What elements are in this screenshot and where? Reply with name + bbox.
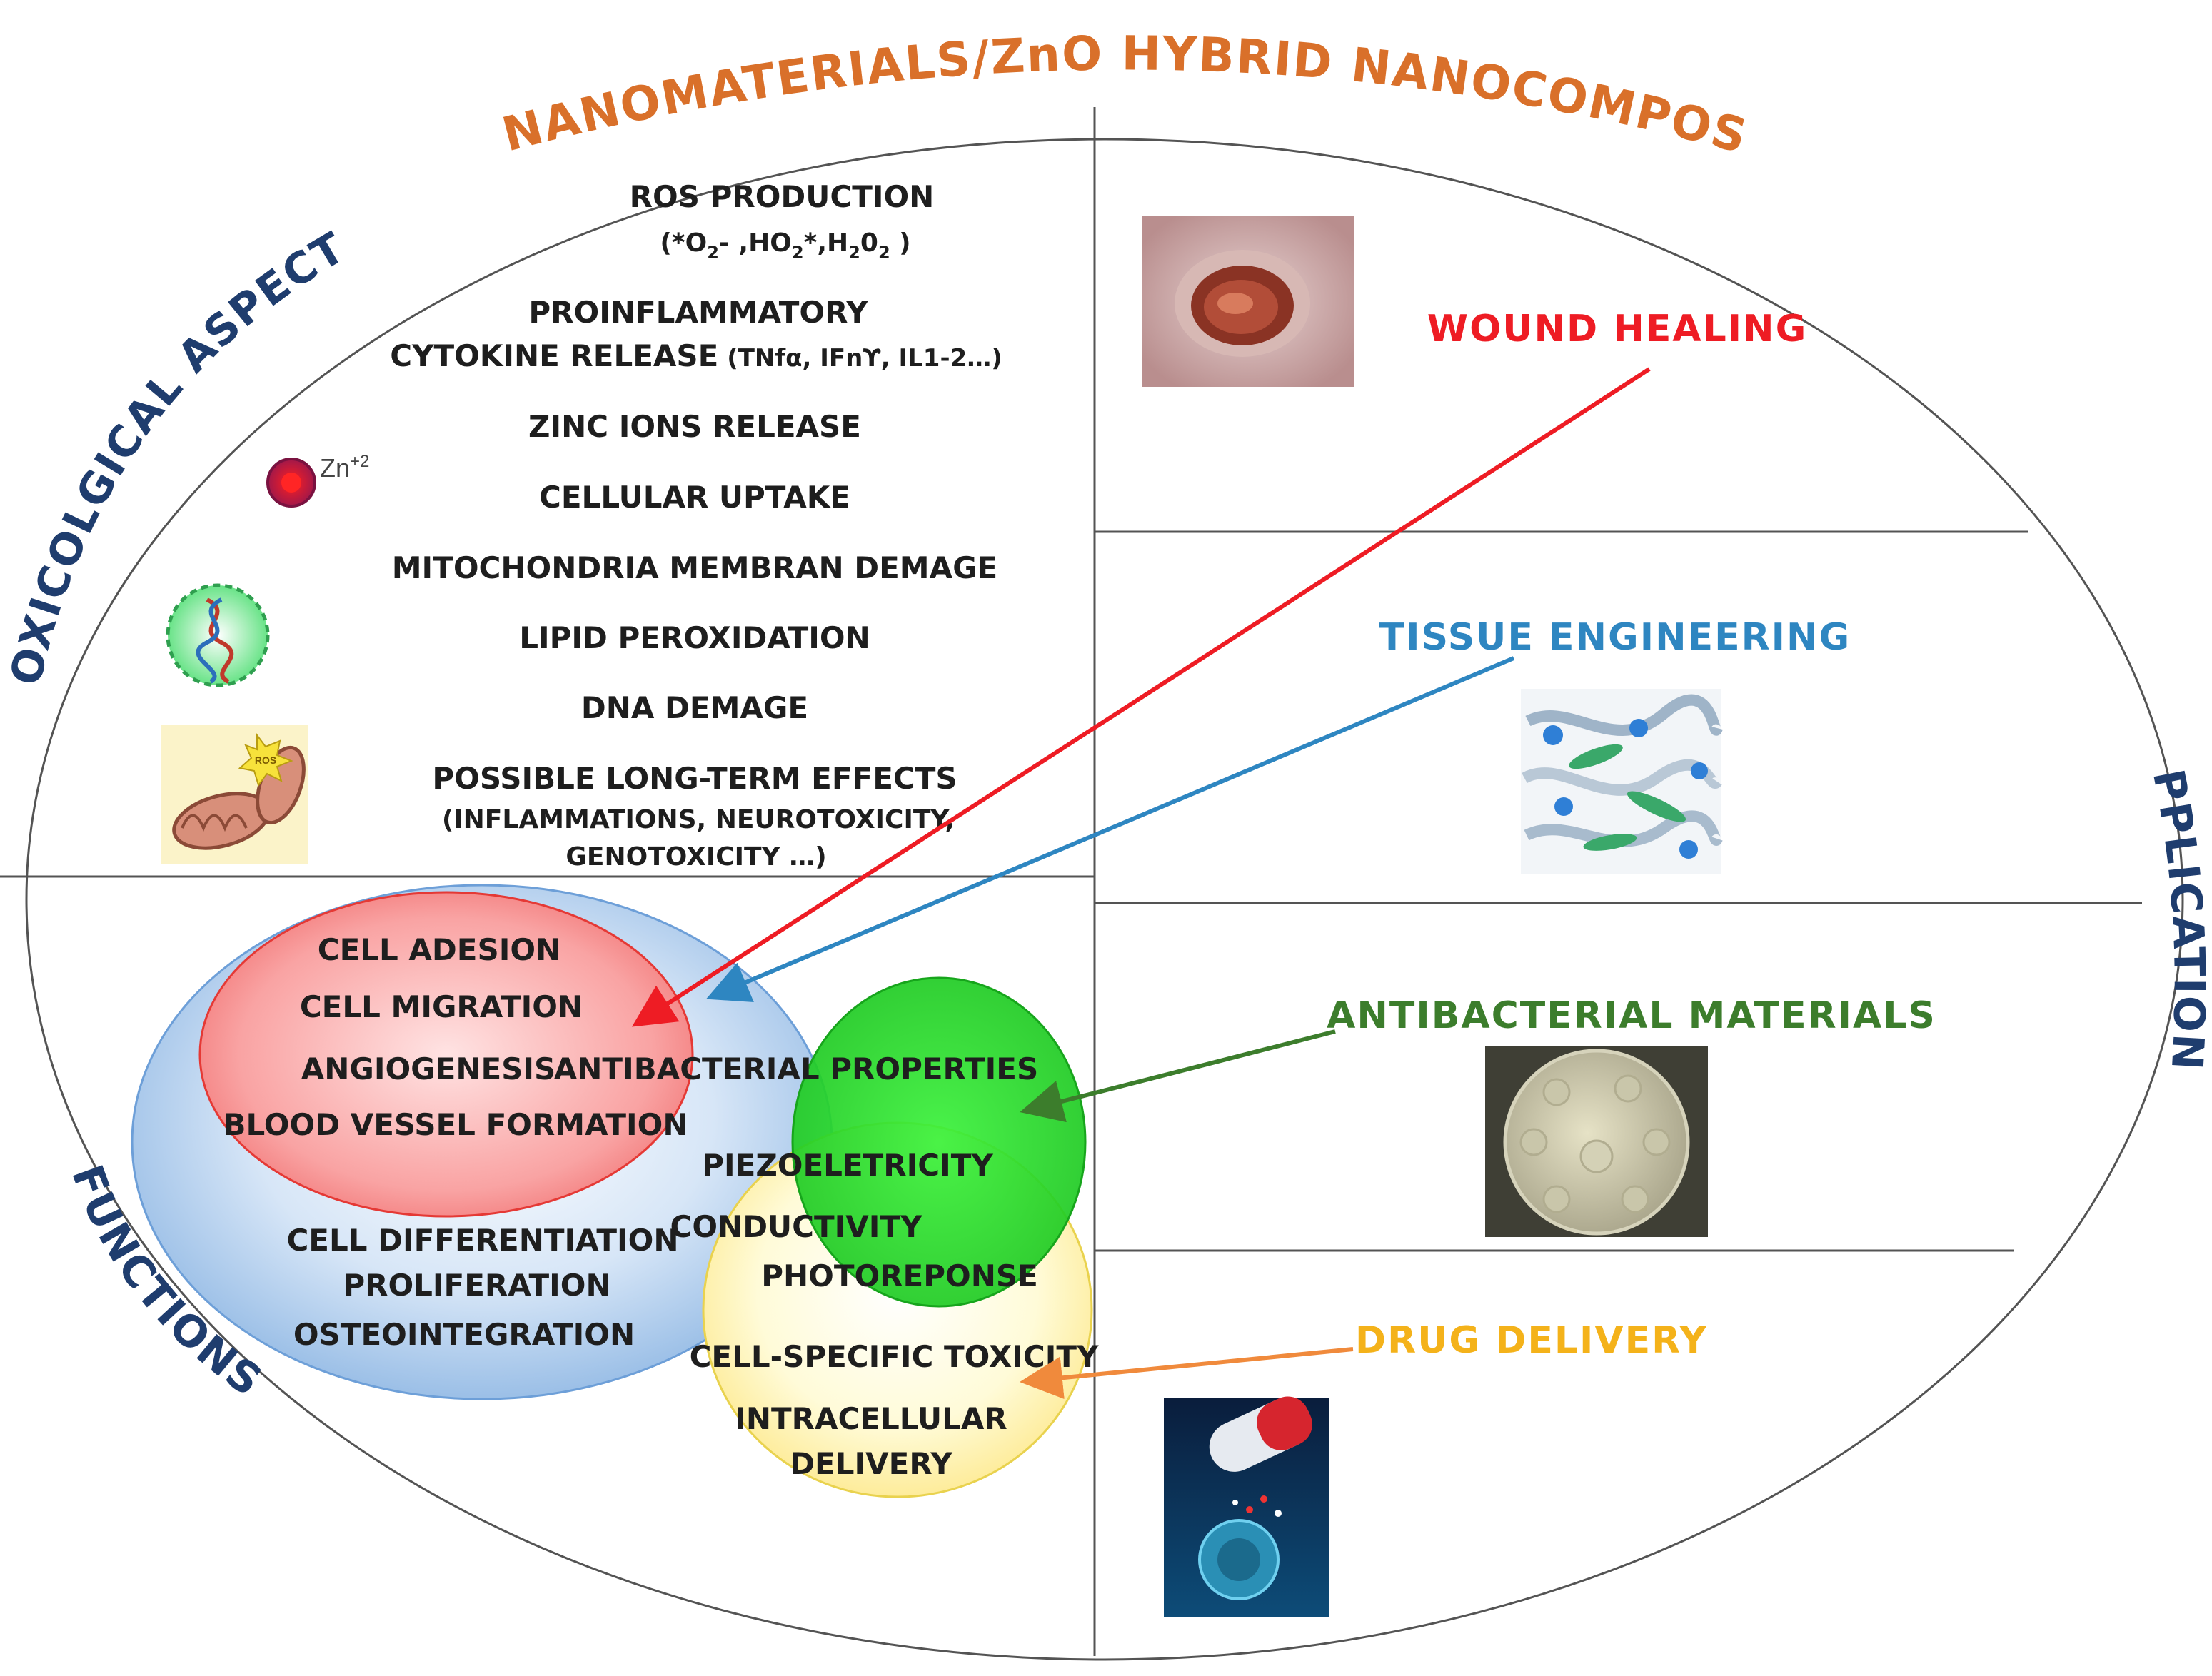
dna-damage: DNA DEMAGE <box>581 690 808 725</box>
mitochondria-damage: MITOCHONDRIA MEMBRAN DEMAGE <box>392 550 998 585</box>
drug-delivery-arrow <box>1020 1347 1354 1400</box>
cytokine-release: CYTOKINE RELEASE (TNfα, IFnϒ, IL1-2…) <box>390 338 1002 373</box>
drug-delivery-image <box>1164 1396 1329 1617</box>
wound-image <box>1142 216 1354 387</box>
cell-differentiation: CELL DIFFERENTIATION <box>286 1223 678 1258</box>
tissue-engineering-label: TISSUE ENGINEERING <box>1379 616 1851 659</box>
cell-specific-toxicity: CELL-SPECIFIC TOXICITY <box>690 1339 1099 1374</box>
drug-delivery-label: DRUG DELIVERY <box>1355 1319 1708 1362</box>
cell-dna-icon <box>166 583 270 687</box>
wound-healing-arrow <box>631 367 1651 1027</box>
antibacterial-materials-label: ANTIBACTERIAL MATERIALS <box>1327 994 1936 1037</box>
antibacterial-materials-image <box>1485 1046 1708 1237</box>
zinc-ion-label: Zn+2 <box>320 452 369 483</box>
main-ellipse <box>25 138 2184 1661</box>
lipid-peroxidation: LIPID PEROXIDATION <box>519 620 870 655</box>
ros-icon-label: ROS <box>255 754 276 766</box>
conductivity: CONDUCTIVITY <box>670 1209 923 1244</box>
cell-adesion: CELL ADESION <box>318 932 560 967</box>
intracellular: INTRACELLULAR <box>735 1401 1007 1436</box>
ros-species: (*O2- ,HO2*,H202 ) <box>660 228 910 263</box>
proinflammatory: PROINFLAMMATORY <box>528 295 868 330</box>
red-function-ellipse <box>198 891 694 1218</box>
cell-migration: CELL MIGRATION <box>300 989 583 1024</box>
toxicology-list: ROS PRODUCTION (*O2- ,HO2*,H202 ) PROINF… <box>390 179 1002 872</box>
delivery: DELIVERY <box>790 1446 952 1481</box>
osteointegration: OSTEOINTEGRATION <box>293 1317 635 1352</box>
proliferation: PROLIFERATION <box>343 1268 610 1303</box>
photoreponse: PHOTOREPONSE <box>761 1258 1038 1293</box>
antibacterial-arrow <box>1020 1029 1336 1123</box>
long-term-examples-1: (INFLAMMATIONS, NEUROTOXICITY, <box>442 805 955 834</box>
piezoeletricity: PIEZOELETRICITY <box>702 1148 993 1183</box>
wound-healing-label: WOUND HEALING <box>1427 308 1808 350</box>
antibacterial-properties: ANTIBACTERIAL PROPERTIES <box>554 1051 1038 1086</box>
ros-production: ROS PRODUCTION <box>630 179 935 214</box>
tissue-engineering-arrow <box>705 656 1515 1002</box>
angiogenesis: ANGIOGENESIS <box>301 1051 556 1086</box>
diagram-title: ZnO NANOMATERIALS/ZnO HYBRID NANOCOMPOSI… <box>0 0 1754 164</box>
tissue-engineering-image <box>1521 689 1723 874</box>
long-term-effects: POSSIBLE LONG-TERM EFFECTS <box>432 761 957 796</box>
long-term-examples-2: GENOTOXICITY …) <box>565 842 826 872</box>
green-function-ellipse <box>791 976 1087 1308</box>
mitochondria-ros-icon: ROS <box>161 725 308 864</box>
zinc-ion-icon: Zn+2 <box>266 452 369 508</box>
zinc-ions-release: ZINC IONS RELEASE <box>528 409 861 444</box>
blood-vessel-formation: BLOOD VESSEL FORMATION <box>223 1107 688 1142</box>
cellular-uptake: CELLULAR UPTAKE <box>539 480 850 515</box>
